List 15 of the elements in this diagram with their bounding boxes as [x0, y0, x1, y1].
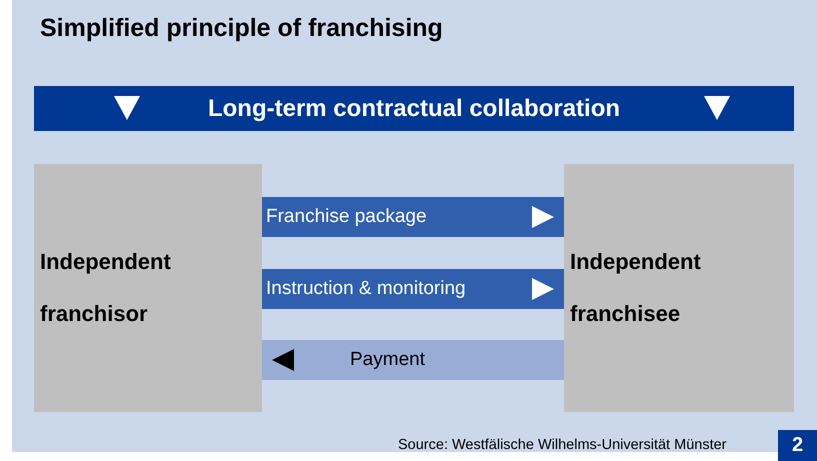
party-label: Independent franchisor	[40, 248, 172, 328]
flow-arrow	[262, 340, 564, 380]
flow-arrow	[262, 197, 564, 237]
edge-label: Franchise package	[266, 206, 427, 228]
diagram-title: Simplified principle of franchising	[40, 14, 443, 43]
party-label: Independent franchisee	[570, 248, 702, 328]
flow-arrow	[262, 269, 564, 309]
source-note: Source: Westfälische Wilhelms-Universität Münster	[398, 437, 726, 453]
banner-text: Long-term contractual collaboration	[208, 94, 620, 122]
page-number: 2	[778, 430, 817, 461]
party-box	[564, 164, 794, 412]
collaboration-banner	[34, 86, 794, 131]
party-box	[34, 164, 262, 412]
edge-label: Instruction & monitoring	[266, 278, 466, 300]
edge-label: Payment	[350, 349, 425, 371]
